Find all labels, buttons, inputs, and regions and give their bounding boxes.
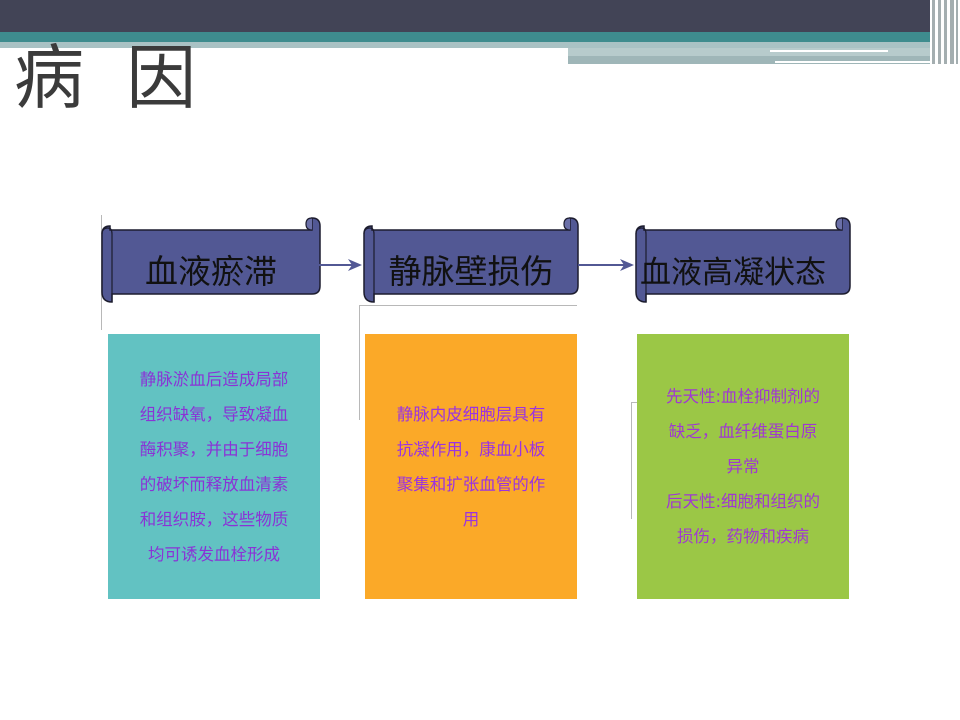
- description-line: 异常: [726, 457, 760, 476]
- header-bar-gray: [0, 42, 930, 48]
- description-line: 抗凝作用，康血小板: [396, 439, 546, 459]
- description-line: 和组织胺，这些物质: [139, 509, 289, 529]
- scroll-shape-icon: [101, 217, 321, 303]
- description-line: 组织缺氧，导致凝血: [139, 404, 289, 424]
- header-bar-teal: [0, 32, 930, 42]
- scroll-label: 血液高凝状态: [640, 254, 826, 291]
- connector-line: [631, 402, 637, 403]
- description-line: 聚集和扩张血管的作: [396, 474, 546, 494]
- description-line: 酶积聚，并由于细胞: [139, 439, 289, 459]
- description-line: 的破坏而释放血清素: [139, 474, 289, 494]
- description-box-blood-stasis: 静脉淤血后造成局部 组织缺氧，导致凝血 酶积聚，并由于细胞 的破坏而释放血清素 …: [108, 334, 320, 599]
- description-line: 后天性:细胞和组织的: [665, 492, 821, 511]
- description-line: 缺乏，血纤维蛋白原: [668, 422, 818, 441]
- arrow-right-icon: [318, 259, 362, 271]
- header-vertical-stripes: [930, 0, 960, 64]
- scroll-shape-icon: [635, 217, 851, 303]
- scroll-banner-blood-stasis: 血液瘀滞: [100, 214, 322, 304]
- header-bar-gray-right: [568, 48, 930, 56]
- slide-title: 病 因: [14, 37, 207, 119]
- description-box-vein-wall-injury: 静脉内皮细胞层具有 抗凝作用，康血小板 聚集和扩张血管的作 用: [365, 334, 577, 599]
- scroll-label: 静脉壁损伤: [388, 252, 554, 291]
- scroll-banner-vein-wall-injury: 静脉壁损伤: [362, 214, 580, 304]
- description-line: 用: [462, 509, 480, 529]
- scroll-banner-hypercoagulable-state: 血液高凝状态: [634, 214, 852, 304]
- arrow-right-icon: [578, 259, 634, 271]
- header-bar-gray-right-lower: [568, 56, 930, 64]
- scroll-label: 血液瘀滞: [145, 252, 277, 291]
- connector-line: [631, 402, 632, 519]
- scroll-shape-icon: [363, 217, 579, 303]
- header-highlight-line-lower: [775, 61, 930, 63]
- description-line: 静脉淤血后造成局部: [139, 369, 289, 389]
- connector-line: [359, 305, 577, 306]
- description-line: 静脉内皮细胞层具有: [396, 404, 546, 424]
- description-line: 先天性:血栓抑制剂的: [665, 387, 821, 406]
- description-box-hypercoagulable-state: 先天性:血栓抑制剂的 缺乏，血纤维蛋白原 异常 后天性:细胞和组织的 损伤，药物…: [637, 334, 849, 599]
- description-line: 均可诱发血栓形成: [148, 544, 280, 564]
- header-highlight-line: [770, 50, 888, 52]
- description-line: 损伤，药物和疾病: [677, 527, 809, 546]
- connector-line: [359, 305, 360, 420]
- header-bar-dark: [0, 0, 960, 32]
